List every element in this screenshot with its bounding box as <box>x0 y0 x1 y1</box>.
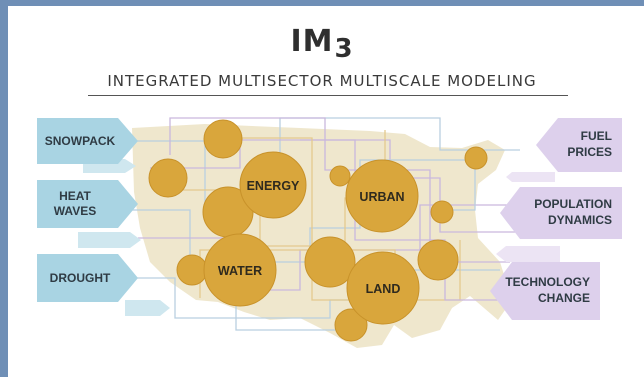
decor-arrow <box>125 300 170 316</box>
sector-label: ENERGY <box>247 179 300 193</box>
node-circle <box>203 119 243 159</box>
driver-technology-change: TECHNOLOGY CHANGE <box>490 262 600 320</box>
driver-label-line2: WAVES <box>54 204 96 218</box>
left-drivers: SNOWPACK HEAT WAVES DROUGHT <box>37 118 170 316</box>
node-circles <box>148 119 488 342</box>
decor-arrow <box>506 172 555 182</box>
node-circle <box>176 254 208 286</box>
sector-urban: URBAN <box>345 159 419 233</box>
driver-label: DROUGHT <box>50 271 111 285</box>
driver-arrow-shape <box>536 118 622 172</box>
driver-label-line1: FUEL <box>581 129 612 143</box>
driver-label-line1: POPULATION <box>534 197 612 211</box>
sector-label: URBAN <box>359 190 404 204</box>
driver-label-line2: DYNAMICS <box>548 213 612 227</box>
driver-label: SNOWPACK <box>45 134 116 148</box>
node-circle <box>334 308 368 342</box>
sector-circle <box>203 233 277 307</box>
sector-circle <box>346 251 420 325</box>
sector-water: WATER <box>203 233 277 307</box>
sector-label: LAND <box>366 282 401 296</box>
decor-arrow <box>496 246 560 262</box>
connector-line <box>300 139 535 301</box>
us-map-shape <box>132 124 512 348</box>
node-circle <box>148 158 188 198</box>
node-circle <box>304 236 356 288</box>
page-title: IM3 <box>0 24 644 64</box>
sector-energy: ENERGY <box>239 151 307 219</box>
sector-circle <box>239 151 307 219</box>
driver-fuel-prices: FUEL PRICES <box>536 118 622 172</box>
driver-heat-waves: HEAT WAVES <box>37 180 138 228</box>
sector-circle <box>345 159 419 233</box>
driver-population-dynamics: POPULATION DYNAMICS <box>500 187 622 239</box>
driver-drought: DROUGHT <box>37 254 138 302</box>
sector-label: WATER <box>218 264 262 278</box>
node-circle <box>464 146 488 170</box>
driver-arrow-shape <box>500 187 622 239</box>
node-circle <box>430 200 454 224</box>
right-drivers: FUEL PRICES POPULATION DYNAMICS TECHNOLO… <box>490 118 622 320</box>
connector-line <box>232 137 372 301</box>
decor-arrow <box>78 232 141 248</box>
title-main: IM <box>290 24 334 59</box>
title-subscript: 3 <box>334 34 354 64</box>
page-subtitle: INTEGRATED MULTISECTOR MULTISCALE MODELI… <box>107 72 537 90</box>
driver-arrow-shape <box>37 254 138 302</box>
driver-arrow-shape <box>37 180 138 228</box>
driver-arrow-shape <box>37 118 138 164</box>
sector-land: LAND <box>346 251 420 325</box>
node-circle <box>329 165 351 187</box>
node-circle <box>417 239 459 281</box>
driver-label-line1: TECHNOLOGY <box>505 275 590 289</box>
driver-snowpack: SNOWPACK <box>37 118 138 164</box>
driver-label-line2: CHANGE <box>538 291 590 305</box>
driver-arrow-shape <box>490 262 600 320</box>
subtitle-underline <box>88 95 568 96</box>
driver-label-line2: PRICES <box>567 145 612 159</box>
driver-label-line1: HEAT <box>59 189 91 203</box>
